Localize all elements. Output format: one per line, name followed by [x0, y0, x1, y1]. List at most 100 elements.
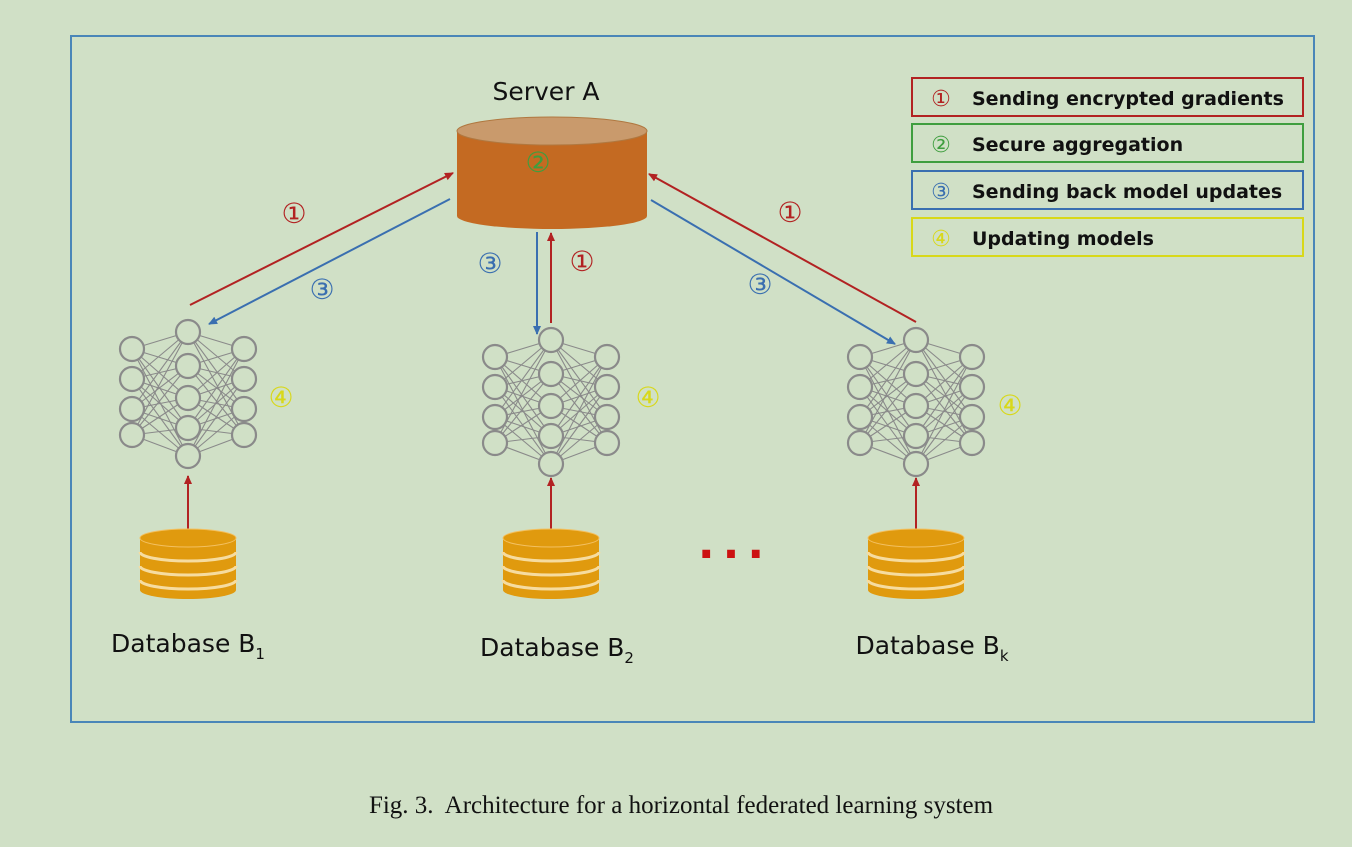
database-band — [501, 579, 601, 591]
network-node — [230, 395, 258, 423]
network-node — [537, 392, 565, 420]
network-node — [958, 429, 986, 457]
legend-marker-4: ④ — [931, 227, 951, 252]
network-edge — [550, 386, 608, 465]
network-edge — [494, 386, 552, 465]
network-edge — [550, 339, 608, 418]
network-node — [902, 422, 930, 450]
network-node — [174, 384, 202, 412]
step-marker-1-right: ① — [777, 196, 802, 229]
network-edge — [187, 331, 245, 410]
legend-box-3 — [911, 170, 1304, 210]
step-marker-4-left: ④ — [268, 381, 293, 414]
arrow-updates-left — [208, 198, 451, 325]
network-node — [958, 403, 986, 431]
database-band — [138, 565, 238, 577]
step-marker-3-middle: ③ — [477, 247, 502, 280]
legend-text-3: Sending back model updates — [972, 181, 1282, 203]
network-edge — [494, 339, 552, 418]
network-node — [593, 373, 621, 401]
database-label-1: Database B1 — [111, 629, 265, 663]
database-label-3: Database Bk — [855, 631, 1008, 665]
network-node — [537, 422, 565, 450]
legend-box-1 — [911, 77, 1304, 117]
step-marker-3-left: ③ — [309, 273, 334, 306]
database-band — [501, 551, 601, 563]
network-node — [958, 373, 986, 401]
server-aggregation-marker: ② — [525, 146, 550, 179]
legend-marker-2: ② — [931, 133, 951, 158]
network-edge — [187, 348, 245, 457]
network-node — [174, 352, 202, 380]
network-edge — [859, 356, 917, 465]
database-top — [867, 528, 965, 548]
network-node — [118, 335, 146, 363]
database-top — [502, 528, 600, 548]
database-body — [140, 538, 236, 599]
arrow-updates-right — [650, 199, 896, 345]
more-databases-ellipsis: ... — [698, 518, 772, 569]
network-node — [902, 392, 930, 420]
database-body — [503, 538, 599, 599]
network-node — [174, 318, 202, 346]
network-node — [118, 365, 146, 393]
step-marker-1-middle: ① — [569, 245, 594, 278]
database-band — [866, 565, 966, 577]
legend-text-1: Sending encrypted gradients — [972, 88, 1284, 110]
network-node — [481, 429, 509, 457]
database-label-2: Database B2 — [480, 633, 634, 667]
network-edge — [550, 373, 608, 444]
network-node — [174, 442, 202, 470]
network-edge — [915, 356, 973, 465]
network-node — [537, 450, 565, 478]
database-icon — [866, 528, 966, 599]
network-node — [846, 429, 874, 457]
network-node — [846, 373, 874, 401]
network-node — [902, 326, 930, 354]
network-edge — [550, 356, 608, 465]
network-edge — [859, 373, 917, 444]
database-band — [501, 565, 601, 577]
step-marker-4-right: ④ — [997, 389, 1022, 422]
network-edge — [915, 386, 973, 465]
network-node — [230, 365, 258, 393]
legend-marker-1: ① — [931, 87, 951, 112]
network-edge — [494, 373, 552, 444]
network-edge — [187, 348, 245, 429]
step-marker-4-middle: ④ — [635, 381, 660, 414]
legend-marker-3: ③ — [931, 180, 951, 205]
network-node — [537, 360, 565, 388]
step-marker-1-left: ① — [281, 197, 306, 230]
figure-caption: Fig. 3. Architecture for a horizontal fe… — [369, 792, 994, 819]
database-band — [866, 579, 966, 591]
network-edge — [915, 373, 973, 444]
server-cylinder-icon — [456, 116, 648, 229]
arrow-gradients-right — [648, 173, 917, 323]
database-band — [138, 579, 238, 591]
database-icon — [501, 528, 601, 599]
network-node — [593, 403, 621, 431]
network-node — [174, 414, 202, 442]
legend-box-4 — [911, 217, 1304, 257]
legend-box-2 — [911, 123, 1304, 163]
network-edge — [859, 386, 917, 465]
neural-network-icon — [118, 318, 258, 470]
diagram-frame — [70, 35, 1315, 723]
database-top — [139, 528, 237, 548]
network-node — [846, 343, 874, 371]
network-edge — [915, 339, 973, 418]
network-edge — [131, 378, 189, 457]
network-node — [118, 395, 146, 423]
network-node — [902, 360, 930, 388]
step-marker-3-right: ③ — [747, 268, 772, 301]
network-edge — [550, 356, 608, 437]
network-edge — [187, 365, 245, 436]
network-edge — [859, 339, 917, 418]
network-node — [481, 343, 509, 371]
network-edge — [494, 356, 552, 465]
arrow-gradients-left — [189, 172, 454, 306]
database-body — [868, 538, 964, 599]
network-node — [537, 326, 565, 354]
network-edge — [187, 378, 245, 457]
